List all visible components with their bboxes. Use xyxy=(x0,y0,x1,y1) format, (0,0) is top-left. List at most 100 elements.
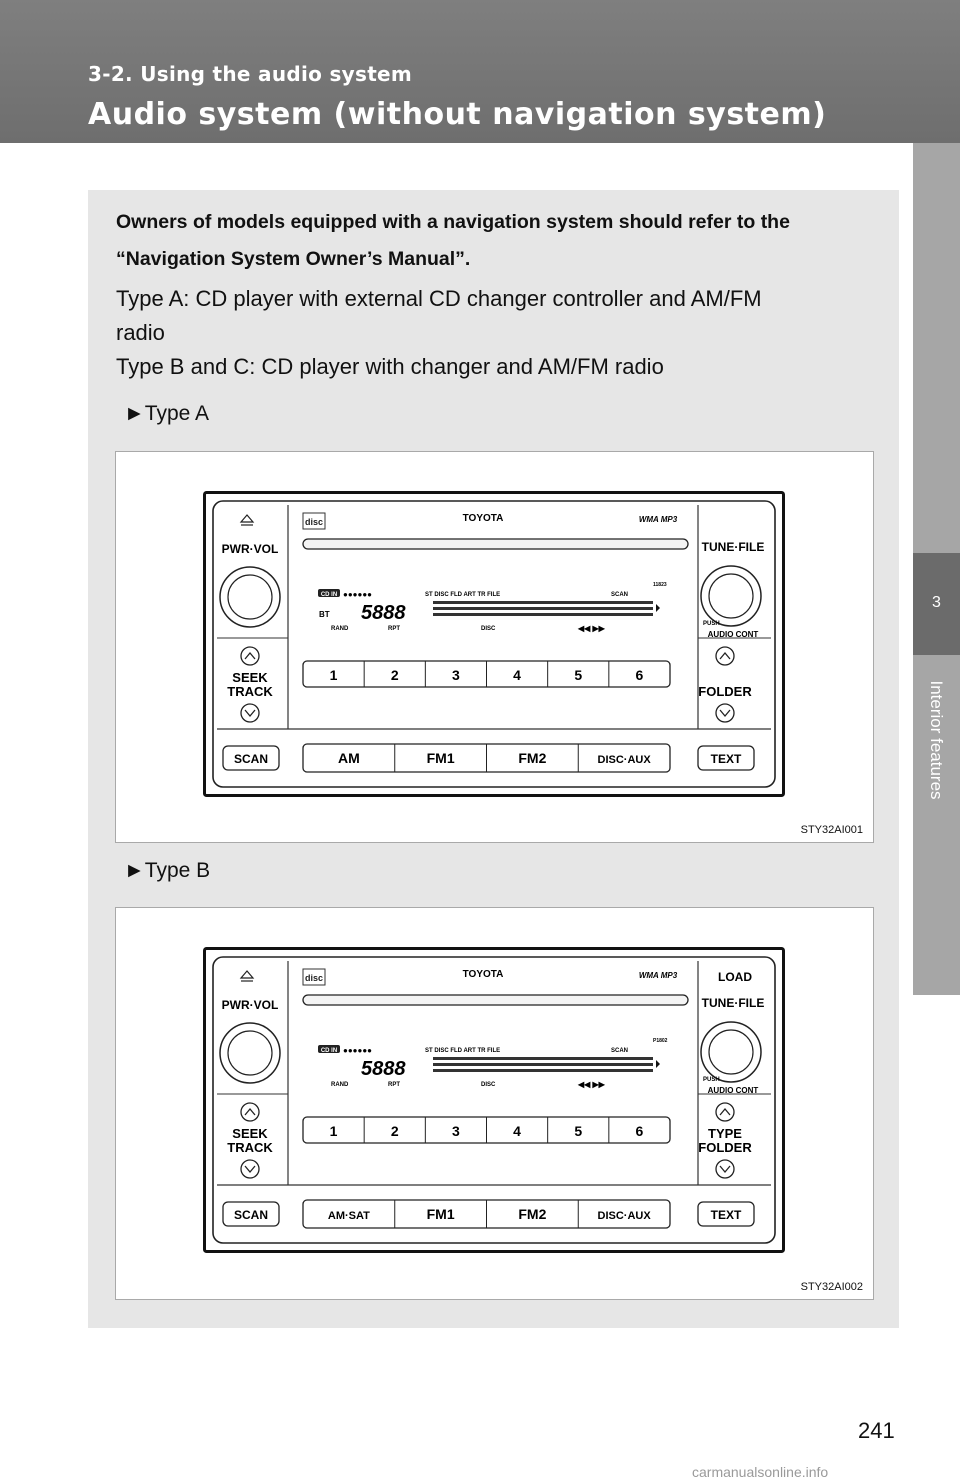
scan-label: SCAN xyxy=(234,1208,268,1222)
folder-label: FOLDER xyxy=(698,684,752,699)
intro-note: Owners of models equipped with a navigat… xyxy=(116,211,790,270)
preset-button-1[interactable]: 1 xyxy=(330,1123,338,1139)
lcd-display: CD IN ●●●●●● ST DISC FLD ART TR FILE SCA… xyxy=(318,1038,668,1089)
display-disc: DISC xyxy=(481,626,496,632)
watermark: carmanualsonline.info xyxy=(692,1464,829,1480)
display-scan-indicator: SCAN xyxy=(611,1048,628,1054)
side-tab-lower xyxy=(913,655,960,995)
side-tab-upper xyxy=(913,143,960,553)
text-button[interactable] xyxy=(697,745,755,771)
display-scan-indicator: SCAN xyxy=(611,592,628,598)
preset-button-1[interactable]: 1 xyxy=(330,667,338,683)
preset-button-5[interactable]: 5 xyxy=(574,667,582,683)
display-code: 11823 xyxy=(653,582,667,588)
display-rand: RAND xyxy=(331,626,349,632)
text-label: TEXT xyxy=(711,1208,742,1222)
svg-text:◀◀ ▶▶: ◀◀ ▶▶ xyxy=(577,624,606,633)
band-button-fm1[interactable]: FM1 xyxy=(427,1206,455,1222)
display-code: P1802 xyxy=(653,1038,668,1044)
push-label: PUSH xyxy=(703,1077,720,1083)
band-button-disc-aux[interactable]: DISC·AUX xyxy=(598,754,652,766)
seek-up-button[interactable] xyxy=(240,1102,260,1122)
folder-up-button[interactable] xyxy=(715,646,735,666)
scan-button[interactable] xyxy=(222,1201,280,1227)
type-a-description-cont: radio xyxy=(116,320,165,345)
format-logo: WMA MP3 xyxy=(639,515,678,524)
preset-button-2[interactable]: 2 xyxy=(391,1123,399,1139)
seek-up-button[interactable] xyxy=(240,646,260,666)
figure-b-heading: ►Type B xyxy=(124,859,211,882)
display-rpt: RPT xyxy=(388,1082,400,1088)
tune-file-label: TUNE·FILE xyxy=(702,540,765,554)
svg-text:●●●●●●: ●●●●●● xyxy=(343,590,372,599)
preset-button-4[interactable]: 4 xyxy=(513,1123,521,1139)
preset-button-3[interactable]: 3 xyxy=(452,667,460,683)
display-indicators: ST DISC FLD ART TR FILE xyxy=(425,1048,500,1054)
page-title: Audio system (without navigation system) xyxy=(88,97,827,132)
text-button[interactable] xyxy=(697,1201,755,1227)
preset-button-6[interactable]: 6 xyxy=(636,1123,644,1139)
eject-icon[interactable] xyxy=(239,514,255,526)
radio-type-b: disc TOYOTA WMA MP3 LOAD PWR·VOL TUNE·FI… xyxy=(203,947,785,1253)
display-indicators: ST DISC FLD ART TR FILE xyxy=(425,592,500,598)
side-tab-chapter-number: 3 xyxy=(913,553,960,655)
display-rand: RAND xyxy=(331,1082,349,1088)
band-button-fm2[interactable]: FM2 xyxy=(518,750,546,766)
lcd-display: CD IN ●●●●●● ST DISC FLD ART TR FILE SCA… xyxy=(318,582,667,633)
band-button-am[interactable]: AM xyxy=(338,750,360,766)
svg-text:disc: disc xyxy=(305,517,323,527)
type-a-description: Type A: CD player with external CD chang… xyxy=(116,286,762,311)
section-heading: 3-2. Using the audio system xyxy=(88,62,413,86)
svg-text:CD IN: CD IN xyxy=(321,1048,337,1054)
cd-slot[interactable] xyxy=(302,994,689,1006)
radio-type-a: disc TOYOTA WMA MP3 PWR·VOL TUNE·FILE PU… xyxy=(203,491,785,797)
folder-up-button[interactable] xyxy=(715,1102,735,1122)
tune-file-label: TUNE·FILE xyxy=(702,996,765,1010)
seek-label: SEEK xyxy=(232,1126,268,1141)
preset-button-5[interactable]: 5 xyxy=(574,1123,582,1139)
preset-button-6[interactable]: 6 xyxy=(636,667,644,683)
preset-button-4[interactable]: 4 xyxy=(513,667,521,683)
brand-label: TOYOTA xyxy=(463,969,504,980)
display-rpt: RPT xyxy=(388,626,400,632)
band-button-fm1[interactable]: FM1 xyxy=(427,750,455,766)
svg-text:CD IN: CD IN xyxy=(321,592,337,598)
folder-down-button[interactable] xyxy=(715,1159,735,1179)
audio-cont-label: AUDIO CONT xyxy=(708,1086,759,1095)
seek-label: SEEK xyxy=(232,670,268,685)
type-bc-description: Type B and C: CD player with changer and… xyxy=(116,354,664,379)
display-disc: DISC xyxy=(481,1082,496,1088)
type-label: TYPE xyxy=(708,1126,742,1141)
svg-text:5888: 5888 xyxy=(361,1058,406,1080)
folder-down-button[interactable] xyxy=(715,703,735,723)
seek-down-button[interactable] xyxy=(240,703,260,723)
format-logo: WMA MP3 xyxy=(639,971,678,980)
cd-slot[interactable] xyxy=(302,538,689,550)
preset-button-3[interactable]: 3 xyxy=(452,1123,460,1139)
seek-down-button[interactable] xyxy=(240,1159,260,1179)
svg-text:●●●●●●: ●●●●●● xyxy=(343,1046,372,1055)
band-button-disc-aux[interactable]: DISC·AUX xyxy=(598,1210,652,1222)
pwr-vol-label: PWR·VOL xyxy=(222,542,279,556)
figure-code: STY32AI001 xyxy=(800,824,863,836)
track-label: TRACK xyxy=(227,684,273,699)
scan-button[interactable] xyxy=(222,745,280,771)
load-button[interactable]: LOAD xyxy=(718,970,752,984)
svg-text:disc: disc xyxy=(305,973,323,983)
band-button-fm2[interactable]: FM2 xyxy=(518,1206,546,1222)
push-label: PUSH xyxy=(703,621,720,627)
compact-disc-logo xyxy=(302,512,326,530)
figure-code: STY32AI002 xyxy=(800,1281,863,1293)
scan-label: SCAN xyxy=(234,752,268,766)
radio-faceplate xyxy=(212,500,776,788)
preset-button-2[interactable]: 2 xyxy=(391,667,399,683)
band-button-am-sat[interactable]: AM·SAT xyxy=(328,1210,370,1222)
radio-panel-drawing: disc TOYOTA WMA MP3 LOAD PWR·VOL TUNE·FI… xyxy=(203,947,785,1253)
audio-cont-label: AUDIO CONT xyxy=(708,630,759,639)
eject-icon[interactable] xyxy=(239,970,255,982)
bt-indicator: BT xyxy=(319,610,330,619)
folder-label: FOLDER xyxy=(698,1140,752,1155)
chapter-header xyxy=(0,0,960,143)
brand-label: TOYOTA xyxy=(463,513,504,524)
radio-faceplate xyxy=(212,956,776,1244)
